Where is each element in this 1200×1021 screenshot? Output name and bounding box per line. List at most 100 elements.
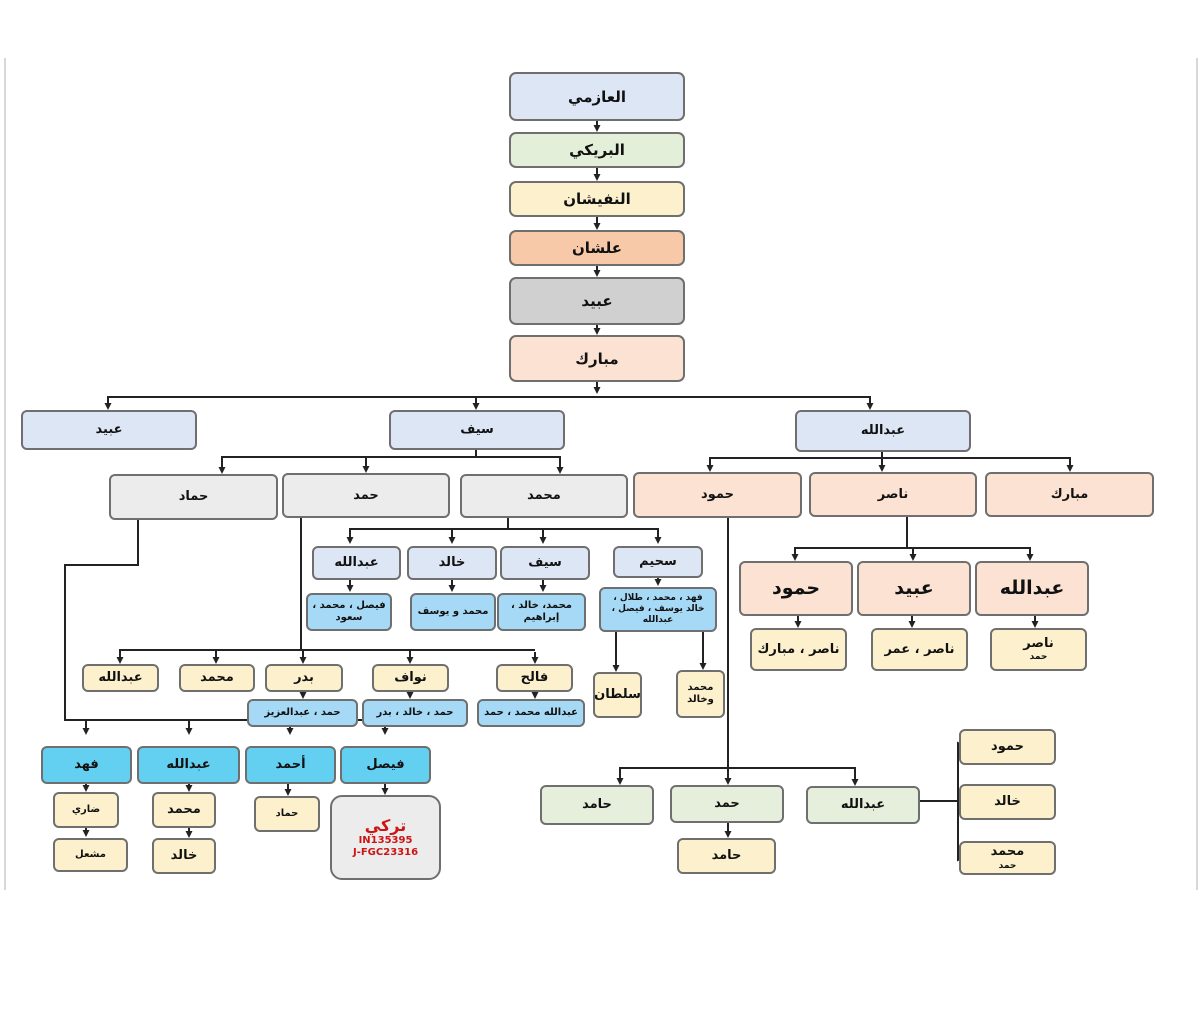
node-mohammed-khalid: محمد وخالد bbox=[676, 670, 725, 718]
node-nasser-obaid-label: عبيد bbox=[894, 577, 934, 600]
node-hammad: حماد bbox=[109, 474, 278, 520]
node-m-saif-kids: محمد، خالد ، إبراهيم bbox=[497, 593, 586, 631]
node-obaid-left-label: عبيد bbox=[95, 422, 123, 438]
node-mishal-label: مشعل bbox=[75, 849, 106, 860]
node-alshan: علشان bbox=[509, 230, 685, 266]
node-hamoud-kids: ناصر ، مبارك bbox=[750, 628, 847, 671]
node-m-abdullah: عبدالله bbox=[312, 546, 401, 580]
node-faisal-label: فيصل bbox=[366, 757, 405, 773]
node-nasser-hamoud-label: حمود bbox=[771, 577, 821, 600]
node-m-abdullah-kids: فيصل ، محمد ، سعود bbox=[306, 593, 392, 631]
node-ha-mohammed-sub: حمد bbox=[998, 860, 1017, 871]
node-h-abdullah: عبدالله bbox=[82, 664, 159, 692]
node-hamoud-label: حمود bbox=[701, 487, 734, 503]
node-nasser-abdullah-label: عبدالله bbox=[999, 577, 1065, 600]
node-hamad-label: حمد bbox=[353, 487, 379, 503]
node-m-saif: سيف bbox=[500, 546, 590, 580]
node-m-abdullah-kids-label: فيصل ، محمد ، سعود bbox=[312, 600, 386, 623]
node-m-saif-kids-label: محمد، خالد ، إبراهيم bbox=[511, 600, 572, 623]
node-hamad: حمد bbox=[282, 473, 450, 518]
node-hd-abdullah: عبدالله bbox=[137, 746, 240, 784]
node-nasser-label: ناصر bbox=[877, 486, 909, 502]
node-abdullah: عبدالله bbox=[795, 410, 971, 452]
node-alnafeeshan: النفيشان bbox=[509, 181, 685, 217]
node-ha-khalid: خالد bbox=[959, 784, 1056, 820]
node-h-mohammed-label: محمد bbox=[200, 670, 234, 686]
node-dhari-label: ضاري bbox=[71, 804, 101, 815]
node-ho-abdullah-label: عبدالله bbox=[840, 797, 886, 813]
node-fahd: فهد bbox=[41, 746, 132, 784]
node-albraiki: البريكي bbox=[509, 132, 685, 168]
node-turki-code2: J-FGC23316 bbox=[352, 847, 419, 859]
node-hd-abdullah-label: عبدالله bbox=[166, 757, 211, 773]
node-hamed-left: حامد bbox=[540, 785, 654, 825]
node-hamed-left-label: حامد bbox=[582, 797, 612, 813]
node-mohammed-label: محمد bbox=[527, 488, 561, 504]
node-m-khalid-kids-label: محمد و يوسف bbox=[417, 606, 489, 617]
node-obaid-kids-label: ناصر ، عمر bbox=[884, 641, 955, 657]
node-m-khalid-label: خالد bbox=[438, 555, 466, 571]
node-h-nawaf: نواف bbox=[372, 664, 449, 692]
node-hamoud-kids-label: ناصر ، مبارك bbox=[757, 641, 840, 657]
node-h-mohammed: محمد bbox=[179, 664, 255, 692]
node-fahd-label: فهد bbox=[74, 757, 99, 773]
node-m-suhaim-kids: فهد ، محمد ، طلال ، خالد يوسف ، فيصل ، ع… bbox=[599, 587, 717, 632]
node-faisal: فيصل bbox=[340, 746, 431, 784]
node-hd-hammad: حماد bbox=[254, 796, 320, 832]
node-hamoud: حمود bbox=[633, 472, 802, 518]
node-hd-khalid: خالد bbox=[152, 838, 216, 874]
node-hd-mohammed: محمد bbox=[152, 792, 216, 828]
node-alnafeeshan-label: النفيشان bbox=[563, 190, 631, 208]
node-nasser-abdullah: عبدالله bbox=[975, 561, 1089, 616]
node-mubarak-root: مبارك bbox=[509, 335, 685, 382]
node-turki: تركي IN135395 J-FGC23316 bbox=[330, 795, 441, 880]
node-ha-hamoud: حمود bbox=[959, 729, 1056, 765]
node-m-saif-label: سيف bbox=[528, 555, 562, 571]
node-m-suhaim: سحيم bbox=[613, 546, 703, 578]
node-h-badr-label: بدر bbox=[294, 670, 314, 686]
node-nasser: ناصر bbox=[809, 472, 977, 517]
node-obaid-kids: ناصر ، عمر bbox=[871, 628, 968, 671]
node-ho-hamed: حامد bbox=[677, 838, 776, 874]
node-mubarak-root-label: مبارك bbox=[575, 349, 619, 368]
node-ha-khalid-label: خالد bbox=[994, 794, 1021, 810]
node-ha-hamoud-label: حمود bbox=[991, 739, 1024, 755]
node-albraiki-label: البريكي bbox=[569, 141, 625, 159]
node-mohammed: محمد bbox=[460, 474, 628, 518]
node-mubarak: مبارك bbox=[985, 472, 1154, 517]
node-h-falih: فالح bbox=[496, 664, 573, 692]
node-ho-hamed-label: حامد bbox=[711, 848, 742, 864]
node-nasser-hamoud: حمود bbox=[739, 561, 853, 616]
node-h-badr-kids: حمد ، عبدالعزيز bbox=[247, 699, 358, 727]
node-ahmad: أحمد bbox=[245, 746, 336, 784]
node-obaid-left: عبيد bbox=[21, 410, 197, 450]
node-m-suhaim-label: سحيم bbox=[639, 554, 677, 570]
node-abdullah-kids-label: ناصر bbox=[1023, 635, 1054, 651]
node-h-nawaf-label: نواف bbox=[394, 670, 427, 686]
node-hd-hammad-label: حماد bbox=[275, 808, 299, 819]
node-alshan-label: علشان bbox=[571, 239, 623, 257]
node-alazmi-label: العازمي bbox=[568, 87, 626, 106]
page-edge-right bbox=[1196, 58, 1198, 890]
node-hammad-label: حماد bbox=[178, 489, 209, 505]
node-obaid-root-label: عبيد bbox=[581, 292, 613, 310]
node-abdullah-kids-sub: حمد bbox=[1029, 652, 1048, 663]
node-m-suhaim-kids-label: فهد ، محمد ، طلال ، خالد يوسف ، فيصل ، ع… bbox=[611, 593, 705, 625]
node-mubarak-label: مبارك bbox=[1050, 486, 1089, 502]
node-m-khalid-kids: محمد و يوسف bbox=[410, 593, 496, 631]
node-m-abdullah-label: عبدالله bbox=[334, 555, 379, 571]
node-ho-hamad: حمد bbox=[670, 785, 784, 823]
node-sultan-label: سلطان bbox=[594, 687, 641, 703]
node-alazmi: العازمي bbox=[509, 72, 685, 121]
node-turki-label: تركي bbox=[364, 815, 407, 835]
node-h-falih-label: فالح bbox=[520, 670, 549, 686]
node-saif-label: سيف bbox=[460, 422, 494, 438]
node-ho-hamad-label: حمد bbox=[714, 796, 740, 812]
node-h-badr: بدر bbox=[265, 664, 343, 692]
node-mishal: مشعل bbox=[53, 838, 128, 872]
node-turki-code1: IN135395 bbox=[358, 835, 413, 847]
node-ahmad-label: أحمد bbox=[275, 757, 306, 773]
node-h-abdullah-label: عبدالله bbox=[98, 670, 143, 686]
